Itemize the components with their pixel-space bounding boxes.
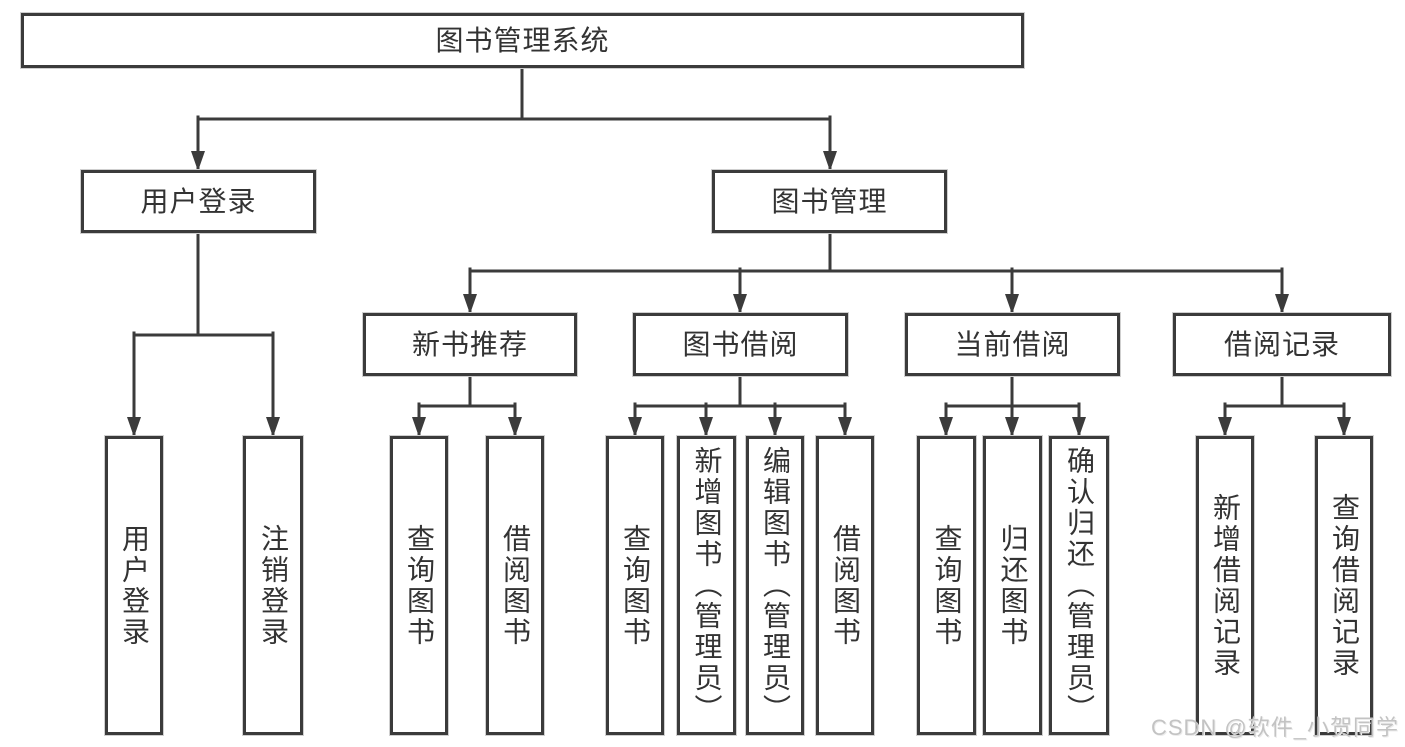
node-leaf-query-borrow-record: 查询借阅记录 — [1315, 436, 1373, 735]
leaf-label: 归还图书 — [997, 523, 1029, 648]
leaf-label: 注销登录 — [258, 523, 289, 648]
node-book-borrow: 图书借阅 — [633, 313, 848, 376]
leaf-label: 查询图书 — [931, 523, 963, 648]
node-leaf-add-books-admin: 新增图书（管理员） — [677, 436, 736, 735]
leaf-label: 借阅图书 — [500, 523, 531, 648]
leaf-label: 用户登录 — [119, 523, 150, 648]
node-new-book-recommend: 新书推荐 — [363, 313, 577, 376]
leaf-label: 查询图书 — [404, 523, 435, 648]
node-leaf-logout: 注销登录 — [243, 436, 303, 735]
node-leaf-borrow-books-2: 借阅图书 — [816, 436, 874, 735]
node-leaf-query-books: 查询图书 — [390, 436, 448, 735]
node-leaf-query-books-2: 查询图书 — [606, 436, 664, 735]
leaf-label: 新增借阅记录 — [1210, 492, 1241, 679]
leaf-label: 确认归还（管理员） — [1064, 446, 1095, 725]
leaf-label: 查询借阅记录 — [1329, 492, 1360, 679]
node-borrow-records: 借阅记录 — [1173, 313, 1391, 376]
leaf-label: 新增图书（管理员） — [691, 446, 723, 725]
node-leaf-return-books: 归还图书 — [983, 436, 1042, 735]
node-leaf-borrow-books: 借阅图书 — [486, 436, 544, 735]
node-user-login: 用户登录 — [81, 170, 316, 233]
node-leaf-add-borrow-record: 新增借阅记录 — [1196, 436, 1254, 735]
node-leaf-edit-books-admin: 编辑图书（管理员） — [746, 436, 804, 735]
node-library-management-system: 图书管理系统 — [21, 13, 1024, 68]
node-current-borrow: 当前借阅 — [905, 313, 1120, 376]
node-leaf-user-login: 用户登录 — [105, 436, 163, 735]
node-book-management: 图书管理 — [712, 170, 947, 233]
csdn-watermark: CSDN @软件_小贺同学 — [1150, 715, 1399, 740]
leaf-label: 借阅图书 — [830, 523, 861, 648]
node-leaf-confirm-return-admin: 确认归还（管理员） — [1049, 436, 1109, 735]
leaf-label: 查询图书 — [620, 523, 651, 648]
node-leaf-query-books-3: 查询图书 — [917, 436, 976, 735]
leaf-label: 编辑图书（管理员） — [760, 446, 791, 725]
